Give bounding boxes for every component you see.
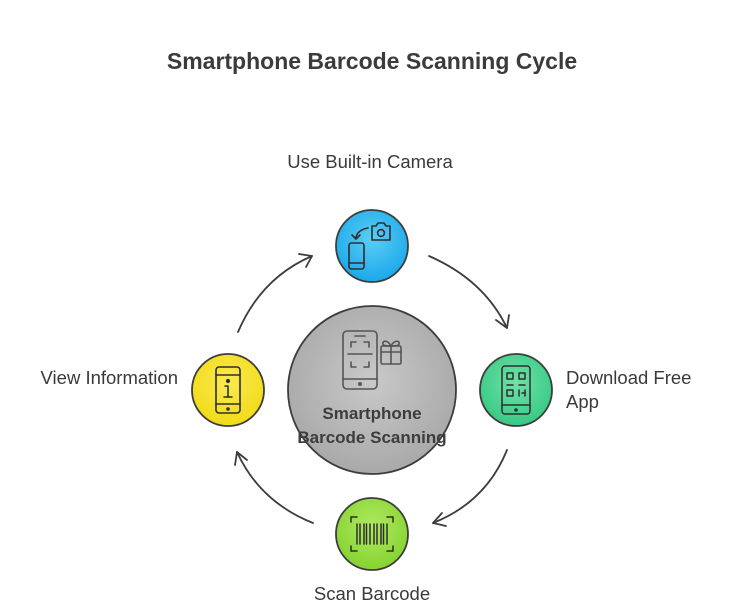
smartphone-gift-icon [342,330,402,390]
info-phone-icon [215,366,241,414]
step-label-info: View Information [40,367,178,388]
center-label: Smartphone Barcode Scanning [297,404,447,447]
center-node [287,305,457,475]
step-node-camera [335,209,409,283]
camera-phone-icon [348,222,391,270]
qr-phone-icon [501,365,531,415]
step-label-scan: Scan Barcode [313,583,431,604]
diagram-title: Smartphone Barcode Scanning Cycle [166,48,578,74]
arrow-info-to-camera [237,253,313,333]
step-node-app [479,353,553,427]
step-node-info [191,353,265,427]
step-label-app: Download Free App [566,367,692,412]
step-node-scan [335,497,409,571]
arrow-scan-to-info [234,451,314,524]
arrow-camera-to-app [428,255,510,329]
barcode-icon [350,516,394,552]
arrow-app-to-scan [432,449,508,527]
cycle-arrows [234,253,510,527]
step-label-camera: Use Built-in Camera [287,151,453,172]
